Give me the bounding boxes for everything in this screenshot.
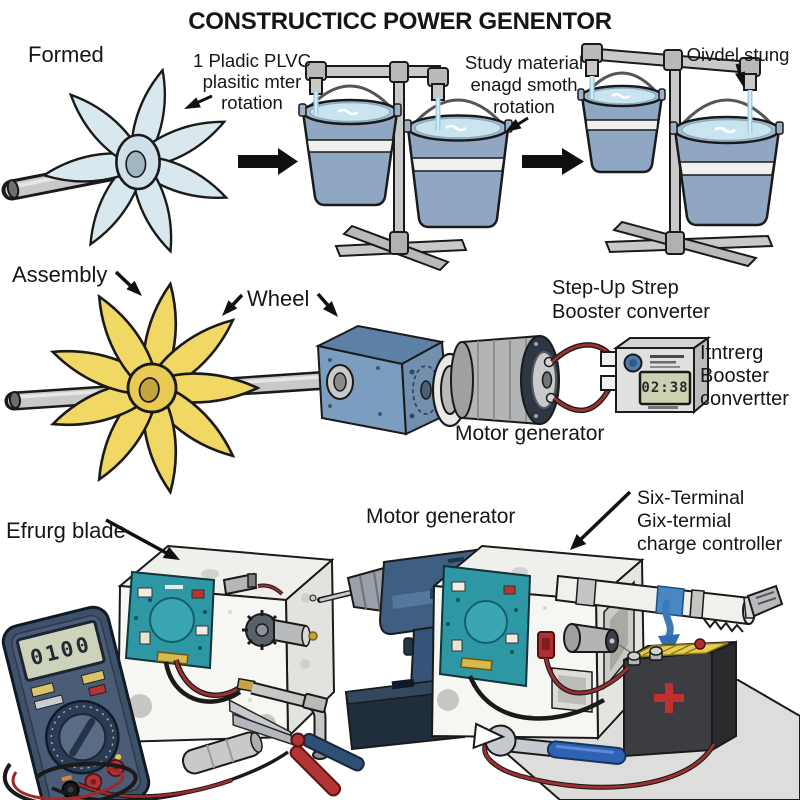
frame1-wires — [163, 659, 256, 704]
label-line: Gix-termial — [637, 510, 732, 532]
label-line: rotation — [221, 92, 283, 113]
red-switch-slot — [542, 638, 550, 650]
flow-arrow-2 — [522, 148, 584, 175]
label-study-material: Study material enagd smoth rotation — [455, 52, 593, 118]
label-line: 1 Pladic PLVC — [193, 50, 311, 71]
label-line: enagd smoth — [470, 74, 578, 95]
booster-display: 02:38 — [641, 380, 689, 396]
formed-fan — [41, 67, 229, 254]
pipe-elbow — [250, 681, 328, 760]
bucket — [298, 84, 402, 207]
plus-icon — [654, 683, 684, 713]
motor-generator — [450, 334, 560, 426]
circuit-board-1 — [124, 570, 216, 670]
battery — [623, 638, 737, 758]
label-line: Study material — [464, 52, 584, 73]
label-line: Itntrerg — [700, 342, 764, 364]
label-line: Step-Up Strep — [552, 277, 679, 299]
flow-arrow-1 — [238, 148, 298, 175]
label-line: Booster converter — [552, 301, 710, 323]
label-motor-generator-mid: Motor generator — [455, 422, 605, 445]
metal-cylinder — [181, 731, 263, 775]
label-six-terminal: Six-Terminal Gix-termial charge controll… — [637, 487, 800, 556]
label-motor-generator-bottom: Motor generator — [366, 505, 516, 528]
multimeter-lcd — [16, 619, 106, 682]
pliers — [228, 698, 365, 797]
assembly-fan — [49, 280, 261, 496]
bucket — [577, 71, 666, 174]
water-streams — [313, 92, 441, 131]
label-booster-converter: Itntrerg Booster convertter — [700, 342, 800, 411]
circuit-board-2 — [438, 564, 532, 688]
label-arrows — [105, 63, 745, 560]
booster-lcd — [638, 370, 692, 406]
label-plastic-rotor: 1 Pladic PLVC plasitic mter rotation — [186, 50, 318, 113]
water-streams — [589, 76, 753, 133]
label-line: Booster — [700, 365, 769, 387]
label-formed: Formed — [28, 42, 104, 67]
booster-converter — [600, 336, 712, 415]
label-efrurg-blade: Efrurg blade — [6, 518, 126, 543]
wrench — [472, 722, 627, 765]
label-line: rotation — [493, 96, 555, 117]
label-line: convertter — [700, 388, 789, 410]
bucket-stand-2 — [577, 43, 784, 268]
bucket — [669, 98, 784, 227]
page-title: CONSTRUCTICC POWER GENENTOR — [188, 8, 612, 35]
output-shaft — [554, 574, 784, 633]
label-assembly: Assembly — [12, 262, 108, 287]
label-step-up-converter: Step-Up Strep Booster converter — [552, 276, 737, 324]
label-line: charge controller — [637, 533, 783, 555]
multimeter-leads — [2, 750, 290, 800]
bucket — [403, 98, 513, 229]
label-line: plasitic mter — [202, 71, 302, 92]
battery-wires — [467, 657, 717, 790]
label-oivdel: Oivdel stung — [686, 44, 790, 65]
gearbox — [315, 324, 450, 436]
label-line: Six-Terminal — [637, 487, 745, 509]
bucket-stand-1 — [298, 61, 513, 272]
label-wheel: Wheel — [247, 286, 310, 311]
battery-cap — [694, 638, 706, 650]
gear-coupling — [222, 572, 318, 650]
